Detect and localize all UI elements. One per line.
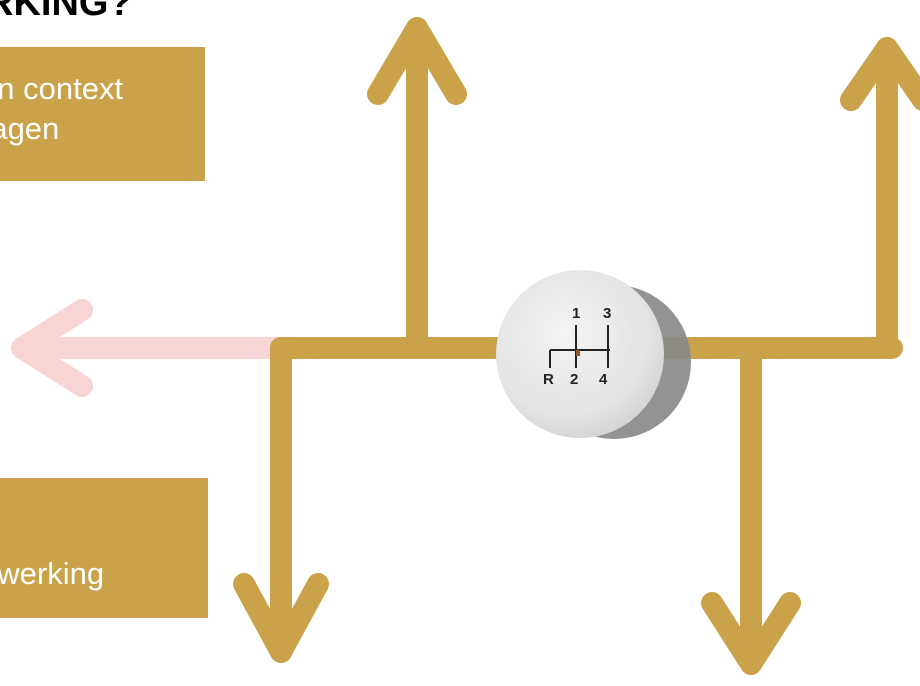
option-box-top-line-1: en context [0,71,124,106]
shift-pattern-icon [549,325,610,368]
gear-label-1: 1 [572,305,580,322]
arrowhead-up-2 [840,37,920,111]
gear-label-2: 2 [570,371,578,388]
arrowhead-up-1 [367,17,467,105]
gear-label-r: R [543,371,554,388]
arrow-left-pink [11,299,291,397]
slide-title: RKING? [0,0,132,24]
arrowhead-down-1 [233,573,329,663]
gear-knob: 1 3 R 2 4 [496,270,691,439]
gear-label-3: 3 [603,305,611,322]
arrowhead-down-2 [701,592,801,675]
option-box-top-line-2: ragen [0,111,60,146]
shift-paths [233,17,920,675]
option-box-top: en context ragen [0,47,205,181]
gear-label-4: 4 [599,371,608,388]
